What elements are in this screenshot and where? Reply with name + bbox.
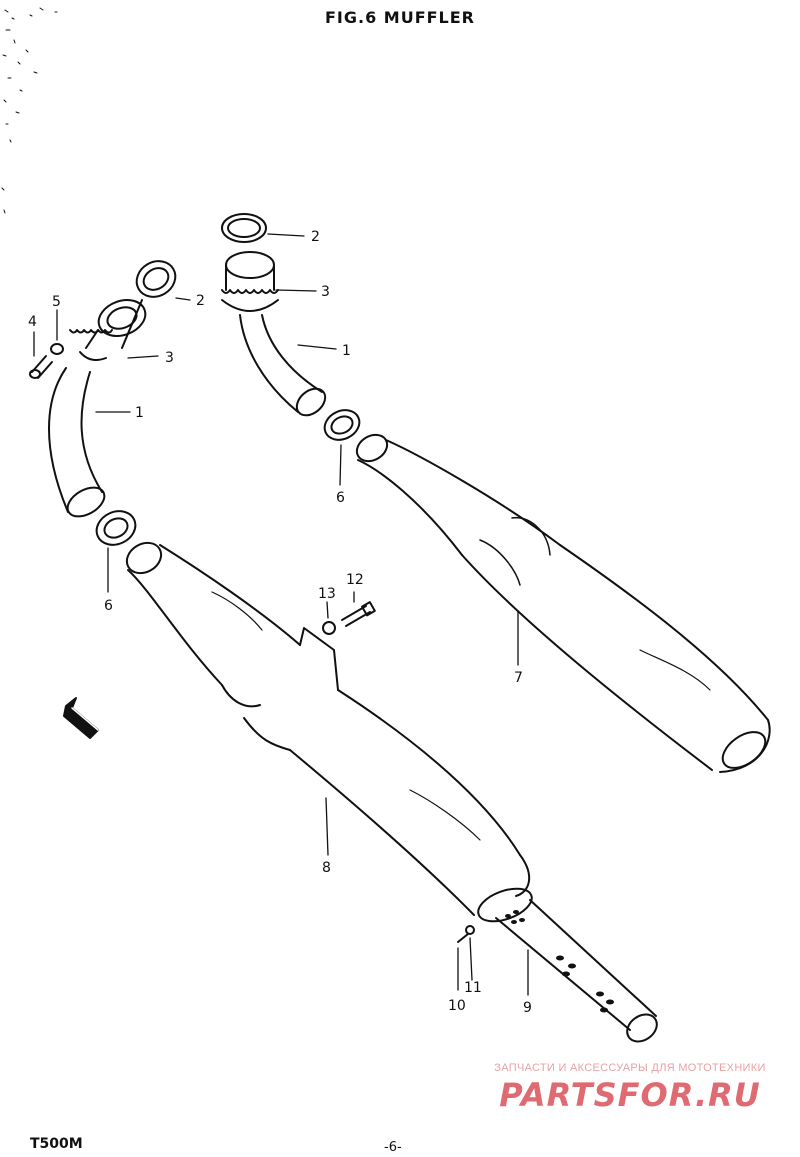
callout-2-right: 2 <box>311 229 320 245</box>
callout-11: 11 <box>464 980 482 996</box>
watermark-tagline: ЗАПЧАСТИ И АКСЕССУАРЫ ДЛЯ МОТОТЕХНИКИ <box>494 1062 766 1074</box>
washer-13 <box>322 621 336 635</box>
tailpipe-baffle <box>495 899 658 1043</box>
callout-2-left: 2 <box>196 293 205 309</box>
callout-4: 4 <box>28 314 37 330</box>
exhaust-pipe-left <box>48 367 106 518</box>
pipe-collar-right <box>323 409 361 441</box>
callout-1-left: 1 <box>135 405 144 421</box>
clamp-nut-right <box>221 251 279 312</box>
bolt-4 <box>29 355 53 379</box>
pipe-collar-left <box>95 510 137 546</box>
page-number: -6- <box>384 1140 402 1155</box>
callout-9: 9 <box>523 1000 532 1016</box>
callout-6-right: 6 <box>336 490 345 506</box>
washer-11 <box>465 925 475 935</box>
washer-5 <box>50 343 64 355</box>
clamp-nut-left <box>69 299 147 361</box>
callout-1-right: 1 <box>342 343 351 359</box>
figure-title: FIG.6 MUFFLER <box>324 8 475 27</box>
callout-6-left: 6 <box>104 598 113 614</box>
callout-5: 5 <box>52 294 61 310</box>
callout-3-right: 3 <box>321 284 330 300</box>
scan-noise <box>1 7 58 214</box>
watermark-logo: PARTSFOR.RU <box>499 1076 761 1114</box>
screw-10 <box>457 933 469 943</box>
gasket-left <box>135 260 177 298</box>
callout-7: 7 <box>514 670 523 686</box>
callout-13: 13 <box>318 586 336 602</box>
model-label: T500M <box>30 1136 83 1152</box>
muffler-right <box>355 433 771 773</box>
callout-10: 10 <box>448 998 466 1014</box>
bolt-12 <box>341 601 376 627</box>
callout-8: 8 <box>322 860 331 876</box>
callout-12: 12 <box>346 572 364 588</box>
leader-lines <box>33 233 529 996</box>
exhaust-pipe-right <box>239 314 327 417</box>
callout-numbers: 2 2 3 3 1 1 4 5 6 6 7 8 9 10 11 12 13 <box>28 229 532 1016</box>
front-direction-arrow-icon <box>63 697 99 739</box>
callout-3-left: 3 <box>165 350 174 366</box>
muffler-left <box>125 541 533 923</box>
gasket-right <box>221 213 267 243</box>
